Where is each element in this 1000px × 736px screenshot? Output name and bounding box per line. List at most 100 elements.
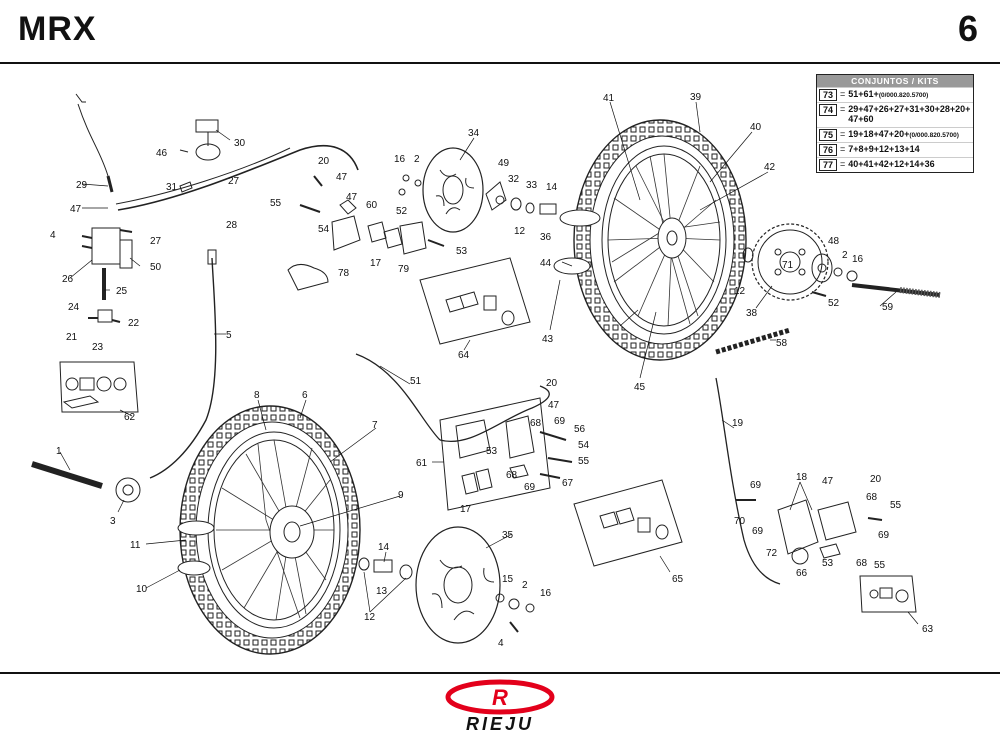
callout-68b: 68 [506, 470, 518, 481]
kit-row: 73=51+61+(0/000.820.5700) [817, 87, 973, 102]
callout-41: 41 [603, 93, 615, 104]
callout-27: 27 [228, 176, 240, 187]
callout-52: 52 [396, 206, 408, 217]
page-header: MRX 6 [0, 0, 1000, 64]
master-cylinder-kit-62 [59, 361, 139, 413]
rear-wheel [553, 119, 747, 361]
rear-caliper [715, 377, 883, 585]
front-brake-disc [415, 526, 501, 644]
kit-formula: 29+47+26+27+31+30+28+20+ 47+60 [848, 104, 971, 124]
callout-7: 7 [372, 420, 378, 431]
callout-42: 42 [764, 162, 776, 173]
callout-24: 24 [68, 302, 80, 313]
callout-26: 26 [62, 274, 74, 285]
leader-lines [59, 101, 919, 625]
callout-20b: 20 [546, 378, 558, 389]
callout-40: 40 [750, 122, 762, 133]
kit-formula: 51+61+ [848, 89, 879, 99]
callout-8: 8 [254, 390, 260, 401]
callout-34: 34 [468, 128, 480, 139]
callout-68d: 68 [856, 558, 868, 569]
part-callouts: 41 39 40 42 44 43 45 34 49 32 33 14 12 3… [50, 92, 934, 649]
callout-69: 69 [554, 416, 566, 427]
callout-72: 72 [766, 548, 778, 559]
callout-16b: 16 [540, 588, 552, 599]
rieju-logo: R RIEJU [445, 679, 555, 734]
kit-ref: (0/000.820.5700) [878, 92, 929, 99]
callout-48: 48 [828, 236, 840, 247]
callout-27b: 27 [150, 236, 162, 247]
kit-row: 77=40+41+42+12+14+36 [817, 157, 973, 172]
callout-55c: 55 [890, 500, 902, 511]
callout-39: 39 [690, 92, 702, 103]
callout-12c: 12 [734, 286, 746, 297]
callout-23: 23 [92, 342, 104, 353]
caliper-kit-63 [859, 575, 917, 613]
callout-71: 71 [782, 260, 794, 271]
front-caliper-kit-61 [439, 397, 551, 511]
model-name: MRX [18, 10, 97, 48]
callout-12: 12 [514, 226, 526, 237]
rear-brake-disc [422, 147, 484, 233]
callout-69c: 69 [750, 480, 762, 491]
callout-54b: 54 [578, 440, 590, 451]
front-brake-master [75, 93, 359, 323]
kit-formula: 40+41+42+12+14+36 [848, 159, 935, 169]
callout-16: 16 [394, 154, 406, 165]
kit-id: 77 [819, 159, 837, 171]
kits-title: CONJUNTOS / KITS [817, 75, 973, 87]
kits-table: CONJUNTOS / KITS 73=51+61+(0/000.820.570… [816, 74, 974, 173]
callout-63: 63 [922, 624, 934, 635]
brand-name: RIEJU [466, 714, 534, 734]
callout-17: 17 [370, 258, 382, 269]
callout-14b: 14 [378, 542, 390, 553]
callout-55d: 55 [874, 560, 886, 571]
kit-id: 73 [819, 89, 837, 101]
callout-15: 15 [502, 574, 514, 585]
callout-60: 60 [366, 200, 378, 211]
callout-11: 11 [130, 540, 141, 551]
kit-formula: 7+8+9+12+13+14 [848, 144, 920, 154]
callout-78: 78 [338, 268, 350, 279]
callout-69b: 69 [524, 482, 536, 493]
callout-56: 56 [574, 424, 586, 435]
callout-62: 62 [124, 412, 136, 423]
callout-2c: 2 [842, 250, 848, 261]
kit-row: 75=19+18+47+20+(0/000.820.5700) [817, 127, 973, 142]
callout-79: 79 [398, 264, 410, 275]
callout-20: 20 [318, 156, 330, 167]
callout-1: 1 [56, 446, 62, 457]
callout-2: 2 [414, 154, 420, 165]
callout-28: 28 [226, 220, 238, 231]
front-wheel [177, 405, 361, 655]
callout-29: 29 [76, 180, 88, 191]
callout-45: 45 [634, 382, 646, 393]
callout-21: 21 [66, 332, 78, 343]
callout-44: 44 [540, 258, 552, 269]
callout-14: 14 [546, 182, 558, 193]
callout-17b: 17 [460, 504, 472, 515]
kit-formula: 19+18+47+20+ [848, 129, 910, 139]
callout-16c: 16 [852, 254, 864, 265]
callout-4: 4 [50, 230, 56, 241]
callout-54: 54 [318, 224, 330, 235]
callout-58: 58 [776, 338, 788, 349]
callout-46: 46 [156, 148, 168, 159]
callout-4b: 4 [498, 638, 504, 649]
callout-55: 55 [270, 198, 282, 209]
brake-pad-kit-64 [419, 257, 531, 345]
callout-55b: 55 [578, 456, 590, 467]
callout-35: 35 [502, 530, 514, 541]
rear-sprocket [751, 223, 829, 301]
callout-53b: 53 [486, 446, 498, 457]
callout-10: 10 [136, 584, 148, 595]
brake-pad-kit-65 [573, 479, 683, 567]
kit-ref: (0/000.820.5700) [909, 132, 959, 139]
callout-49: 49 [498, 158, 510, 169]
callout-66: 66 [796, 568, 808, 579]
callout-65: 65 [672, 574, 684, 585]
callout-33: 33 [526, 180, 538, 191]
callout-31: 31 [166, 182, 178, 193]
callout-59: 59 [882, 302, 894, 313]
callout-47e: 47 [822, 476, 834, 487]
